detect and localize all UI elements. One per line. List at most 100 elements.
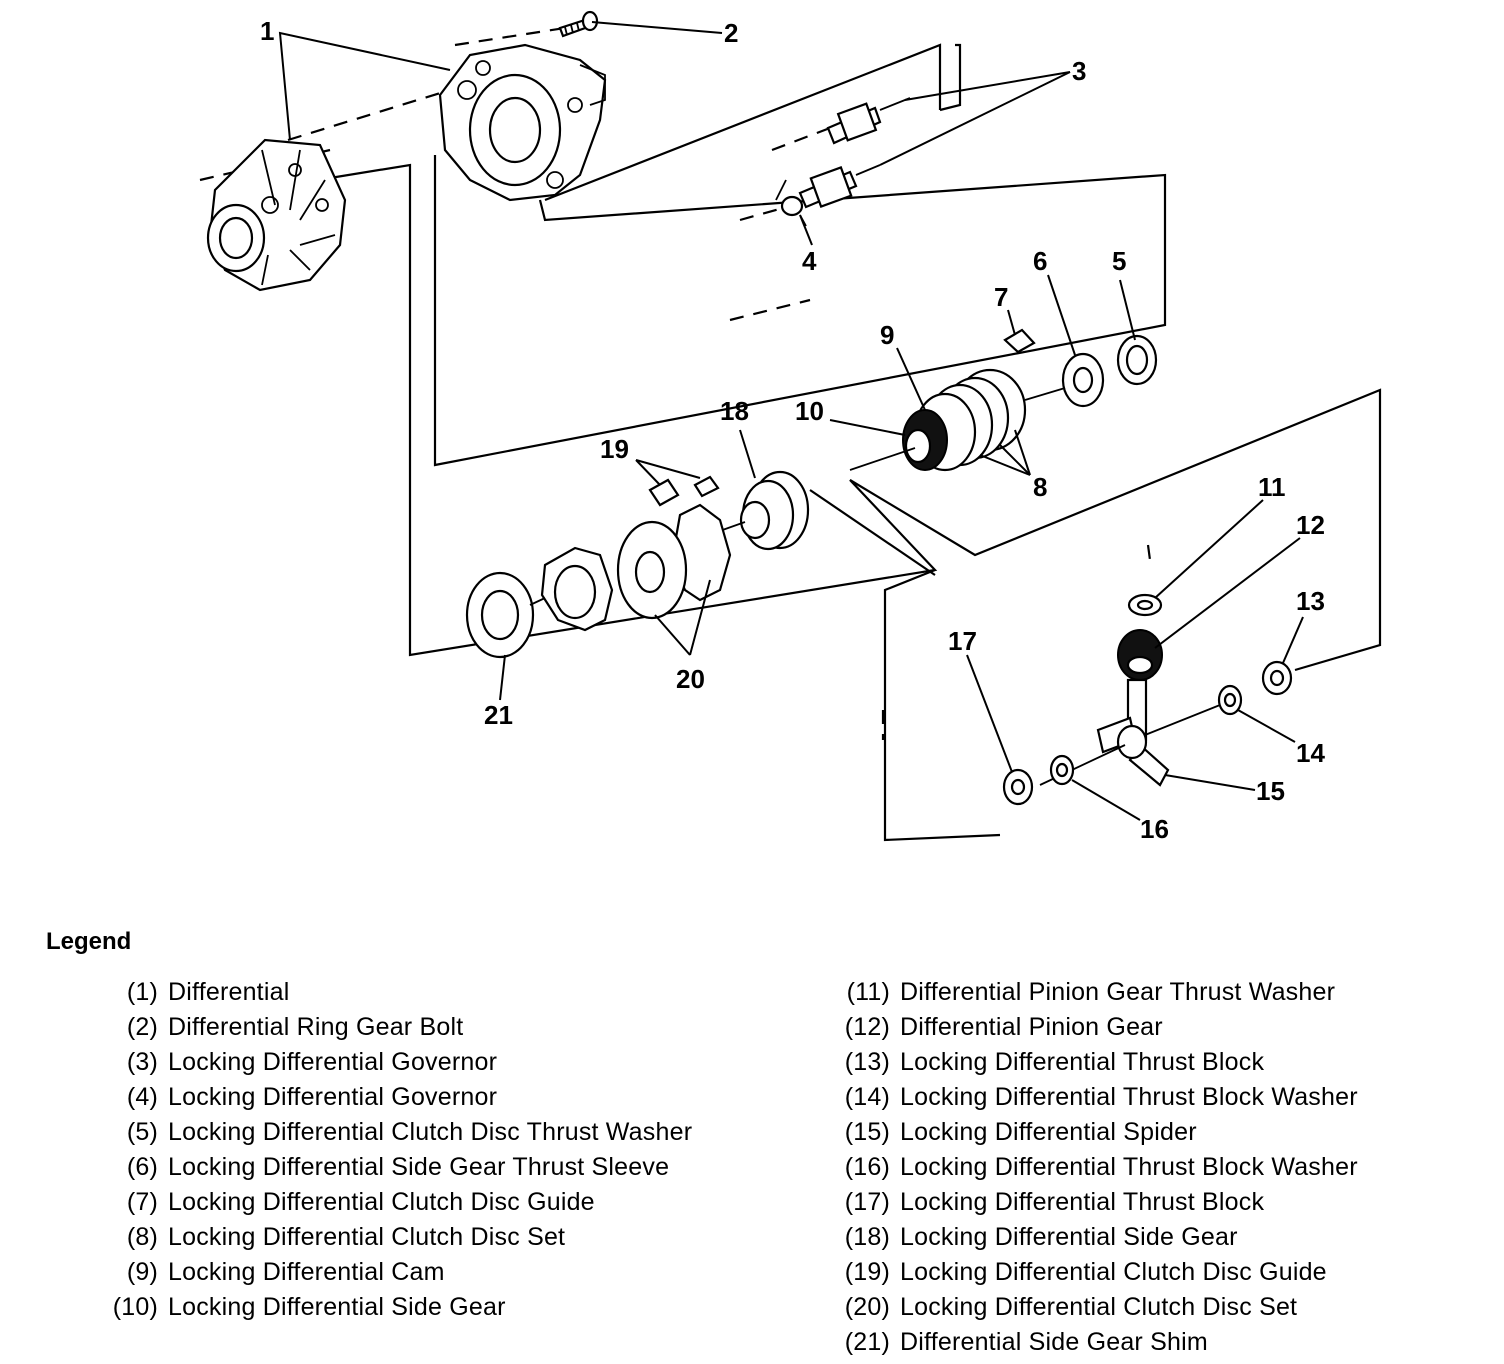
legend-item-text: Locking Differential Thrust Block [900, 1188, 1265, 1216]
assembly-frame [329, 43, 1382, 842]
legend-item: (4) Locking Differential Governor [92, 1083, 752, 1112]
legend-item: (1) Differential [92, 978, 752, 1007]
legend-item: (21) Differential Side Gear Shim [830, 1328, 1470, 1357]
legend-item-text: Locking Differential Spider [900, 1118, 1197, 1146]
callout-3: 3 [1072, 56, 1086, 86]
legend-item: (7) Locking Differential Clutch Disc Guid… [92, 1188, 752, 1217]
legend-item-text: Locking Differential Governor [168, 1083, 498, 1111]
legend-item-number: (1) [126, 978, 158, 1006]
legend-item-text: Differential [168, 978, 290, 1006]
clutch-disc-set-lower [540, 503, 732, 632]
legend-item-text: Locking Differential Clutch Disc Thrust … [168, 1118, 693, 1146]
legend-item-text: Locking Differential Thrust Block Washer [900, 1083, 1358, 1111]
clutch-disc-guide-lower [648, 475, 720, 507]
callout-labels: 1 2 3 4 5 6 7 8 9 10 11 12 13 14 15 16 1… [260, 16, 1325, 844]
legend-item-number: (13) [844, 1048, 890, 1076]
side-gear-thrust-sleeve [1061, 352, 1105, 408]
callout-16: 16 [1140, 814, 1169, 844]
legend-column-right: (11) Differential Pinion Gear Thrust Wash… [830, 978, 1470, 1363]
legend-item-number: (2) [126, 1013, 158, 1041]
side-gear-lower [699, 470, 810, 551]
legend-item-text: Locking Differential Side Gear [168, 1293, 506, 1321]
axis-lines [199, 26, 1152, 740]
pinion-gear [1117, 629, 1163, 681]
callout-7: 7 [994, 282, 1008, 312]
governor-upper [826, 97, 911, 145]
legend-item: (5) Locking Differential Clutch Disc Thru… [92, 1118, 752, 1147]
callout-18: 18 [720, 396, 749, 426]
legend-item-number: (20) [844, 1293, 890, 1321]
side-gear-shim [465, 571, 546, 659]
differential-case-right [438, 43, 607, 202]
legend-item-text: Locking Differential Side Gear [900, 1223, 1238, 1251]
legend-item: (15) Locking Differential Spider [830, 1118, 1470, 1147]
clutch-disc-guide-upper [1003, 328, 1036, 354]
legend-item-number: (11) [846, 978, 890, 1006]
legend-item-number: (19) [844, 1258, 890, 1286]
legend-item: (6)Locking Differential Side Gear Thrust… [92, 1153, 752, 1182]
thrust-block-right [1261, 660, 1293, 696]
clutch-disc-thrust-washer [1116, 334, 1158, 386]
legend-item-number: (17) [844, 1188, 890, 1216]
legend-item-number: (7) [126, 1188, 158, 1216]
legend-item: (3) Locking Differential Governor [92, 1048, 752, 1077]
legend-item-text: Differential Pinion Gear Thrust Washer [900, 978, 1336, 1006]
legend-item-number: (3) [126, 1048, 158, 1076]
legend-item: (19) Locking Differential Clutch Disc Gui… [830, 1258, 1470, 1287]
legend-item: (18)Locking Differential Side Gear [830, 1223, 1470, 1252]
legend-item: (8) Locking Differential Clutch Disc Set [92, 1223, 752, 1252]
legend-item: (2)Differential Ring Gear Bolt [92, 1013, 752, 1042]
legend-item: (13) Locking Differential Thrust Block [830, 1048, 1470, 1077]
legend-item-number: (8) [126, 1223, 158, 1251]
callout-5: 5 [1112, 246, 1126, 276]
legend-item: (20) Locking Differential Clutch Disc Set [830, 1293, 1470, 1322]
callout-8: 8 [1033, 472, 1047, 502]
legend-item-text: Locking Differential Thrust Block Washer [900, 1153, 1358, 1181]
legend-item-text: Differential Side Gear Shim [900, 1328, 1208, 1356]
ring-gear-bolt [558, 10, 599, 38]
callout-9: 9 [880, 320, 894, 350]
legend-item-text: Locking Differential Clutch Disc Guide [168, 1188, 595, 1216]
legend-item-text: Locking Differential Clutch Disc Set [168, 1223, 566, 1251]
legend-item-text: Differential Pinion Gear [900, 1013, 1163, 1041]
legend-item-text: Locking Differential Clutch Disc Guide [900, 1258, 1327, 1286]
legend-item-number: (9) [126, 1258, 158, 1286]
callout-19: 19 [600, 434, 629, 464]
callout-13: 13 [1296, 586, 1325, 616]
legend-item: (10) Locking Differential Side Gear [92, 1293, 752, 1322]
thrust-block-washer-right [1217, 684, 1243, 716]
leader-lines [278, 21, 1304, 821]
legend-item: (17) Locking Differential Thrust Block [830, 1188, 1470, 1217]
callout-4: 4 [802, 246, 817, 276]
callout-10: 10 [795, 396, 824, 426]
legend-item-number: (15) [844, 1118, 890, 1146]
legend-item-number: (5) [126, 1118, 158, 1146]
legend-item-number: (21) [844, 1328, 890, 1356]
legend-item-number: (10) [112, 1293, 158, 1321]
legend-item-text: Locking Differential Clutch Disc Set [900, 1293, 1298, 1321]
exploded-view-diagram: 1 2 3 4 5 6 7 8 9 10 11 12 13 14 15 16 1… [199, 10, 1382, 844]
legend-item-number: (6) [126, 1153, 158, 1181]
legend-item: (11) Differential Pinion Gear Thrust Wash… [830, 978, 1470, 1007]
callout-6: 6 [1033, 246, 1047, 276]
callout-12: 12 [1296, 510, 1325, 540]
legend-title: Legend [46, 928, 132, 955]
legend-item-text: Locking Differential Governor [168, 1048, 498, 1076]
legend-item-text: Locking Differential Cam [168, 1258, 445, 1286]
legend-item-number: (16) [844, 1153, 890, 1181]
callout-1: 1 [260, 16, 274, 46]
legend-item: (14) Locking Differential Thrust Block Wa… [830, 1083, 1470, 1112]
callout-21: 21 [484, 700, 513, 730]
legend-column-left: (1) Differential (2)Differential Ring Gear… [92, 978, 752, 1328]
legend-item: (16) Locking Differential Thrust Block Wa… [830, 1153, 1470, 1182]
legend-item-number: (4) [126, 1083, 158, 1111]
callout-15: 15 [1256, 776, 1285, 806]
legend-item-text: Locking Differential Thrust Block [900, 1048, 1265, 1076]
differential-case-left [206, 138, 347, 292]
legend-item-number: (14) [844, 1083, 890, 1111]
legend-item: (12)Differential Pinion Gear [830, 1013, 1470, 1042]
thrust-block-left [1002, 768, 1034, 806]
legend-item: (9) Locking Differential Cam [92, 1258, 752, 1287]
cam-and-clutch-pack [849, 368, 1066, 472]
callout-2: 2 [724, 18, 738, 48]
